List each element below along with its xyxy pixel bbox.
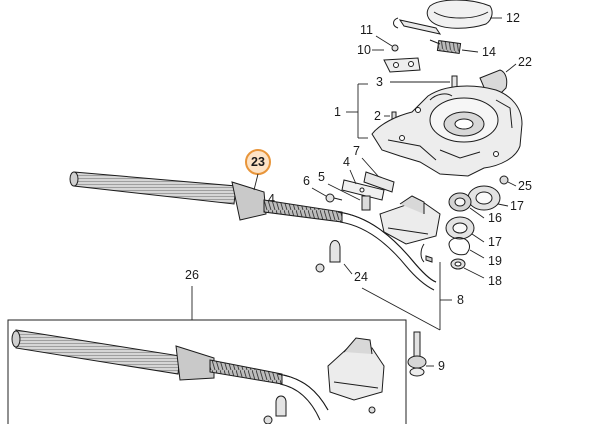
- part-10-lever-plate: [383, 57, 421, 73]
- part-7-gasket: [363, 171, 395, 193]
- callout-16: 16: [488, 211, 502, 225]
- part-16-pinion: [448, 192, 472, 212]
- part-5-bushing: [361, 195, 371, 211]
- part-17-bearing-lower: [445, 216, 475, 240]
- callout-4b: 4: [268, 192, 275, 206]
- callout-3: 3: [376, 75, 383, 89]
- callout-23-marker[interactable]: 23: [245, 149, 271, 175]
- part-19-circlip: [448, 237, 470, 256]
- alternate-assembly-box: [7, 319, 407, 424]
- callout-17b: 17: [488, 235, 502, 249]
- part-24-clamp: [315, 240, 341, 273]
- callout-1: 1: [334, 105, 341, 119]
- part-23-grip: [69, 171, 267, 221]
- callout-9: 9: [438, 359, 445, 373]
- part-6-screw: [325, 193, 343, 203]
- callout-24: 24: [354, 270, 368, 284]
- callout-17a: 17: [510, 199, 524, 213]
- part-1-gearbox-housing: [371, 85, 523, 177]
- callout-25: 25: [518, 179, 532, 193]
- part-25-nut: [499, 175, 509, 185]
- part-throttle-housing-upper: [379, 195, 441, 245]
- part-14-coil-spring: [429, 39, 462, 55]
- callout-19: 19: [488, 254, 502, 268]
- callout-23: 23: [251, 155, 265, 169]
- callout-22: 22: [518, 55, 532, 69]
- callout-18: 18: [488, 274, 502, 288]
- callout-6: 6: [303, 174, 310, 188]
- callout-5: 5: [318, 170, 325, 184]
- callout-11: 11: [360, 23, 373, 37]
- part-4-plate: [341, 179, 385, 201]
- callout-7: 7: [353, 144, 360, 158]
- callout-12: 12: [506, 11, 520, 25]
- part-11-screw: [391, 44, 399, 52]
- callout-4a: 4: [343, 155, 350, 169]
- callout-2: 2: [374, 109, 381, 123]
- part-18-washer: [450, 258, 466, 270]
- callout-10: 10: [357, 43, 371, 57]
- callout-8: 8: [457, 293, 464, 307]
- part-17-bearing-upper: [467, 185, 501, 211]
- part-flexible-shaft-upper: [263, 199, 437, 291]
- part-8-cable: [420, 243, 433, 263]
- part-spring-clip: [393, 17, 442, 35]
- part-12-band-ring: [426, 0, 502, 29]
- part-9-bolt: [407, 331, 427, 377]
- callout-14: 14: [482, 45, 496, 59]
- callout-26: 26: [185, 268, 199, 282]
